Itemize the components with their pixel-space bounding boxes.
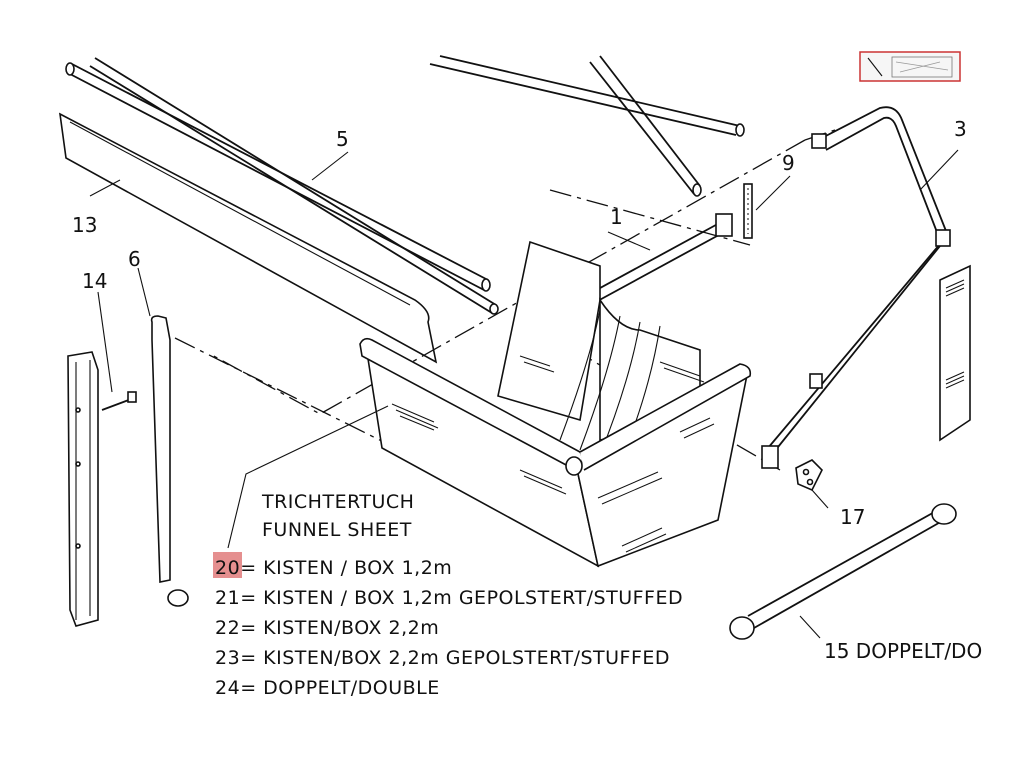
label-5: 5 (336, 127, 349, 151)
legend-item[interactable]: 20= KISTEN / BOX 1,2m (215, 557, 452, 579)
legend-text: = KISTEN / BOX 1,2m (240, 557, 452, 579)
title-german: TRICHTERTUCH (261, 491, 414, 513)
legend-highlight (213, 552, 242, 578)
legend-number: 21 (215, 587, 240, 609)
legend-item[interactable]: 21= KISTEN / BOX 1,2m GEPOLSTERT/STUFFED (215, 587, 683, 609)
label-13: 13 (72, 213, 97, 237)
legend-list: 20= KISTEN / BOX 1,2m 21= KISTEN / BOX 1… (215, 557, 683, 699)
legend-number: 24 (215, 677, 240, 699)
legend-item[interactable]: 24= DOPPELT/DOUBLE (215, 677, 440, 699)
legend-number: 22 (215, 617, 240, 639)
label-14: 14 (82, 269, 107, 293)
label-1: 1 (610, 205, 623, 229)
right-panel (939, 264, 971, 442)
legend-number: 23 (215, 647, 240, 669)
label-6: 6 (128, 247, 141, 271)
legend-text: = KISTEN/BOX 2,2m (240, 617, 439, 639)
part-15-bar (729, 503, 957, 640)
part-17-bracket (795, 459, 823, 492)
label-15: 15 DOPPELT/DO (824, 639, 982, 663)
part-13-sheet (58, 112, 438, 364)
part-9-strap (743, 183, 753, 239)
legend-text: = DOPPELT/DOUBLE (240, 677, 440, 699)
label-17: 17 (840, 505, 865, 529)
page-thumbnail[interactable] (859, 51, 961, 82)
part-14-post (67, 351, 137, 627)
legend-number: 20 (215, 557, 240, 579)
leader-lines (89, 149, 959, 639)
title-english: FUNNEL SHEET (262, 519, 412, 541)
part-6-rod (150, 315, 189, 607)
part-5-rods (65, 55, 745, 315)
legend-text: = KISTEN/BOX 2,2m GEPOLSTERT/STUFFED (240, 647, 670, 669)
label-3: 3 (954, 117, 967, 141)
legend-item[interactable]: 23= KISTEN/BOX 2,2m GEPOLSTERT/STUFFED (215, 647, 670, 669)
funnel-box (359, 240, 752, 568)
part-3-frame (761, 106, 951, 469)
legend-text: = KISTEN / BOX 1,2m GEPOLSTERT/STUFFED (240, 587, 683, 609)
label-9: 9 (782, 151, 795, 175)
part-labels: 5 1 9 3 13 14 6 17 15 DOPPELT/DO (72, 117, 982, 663)
legend-item[interactable]: 22= KISTEN/BOX 2,2m (215, 617, 439, 639)
